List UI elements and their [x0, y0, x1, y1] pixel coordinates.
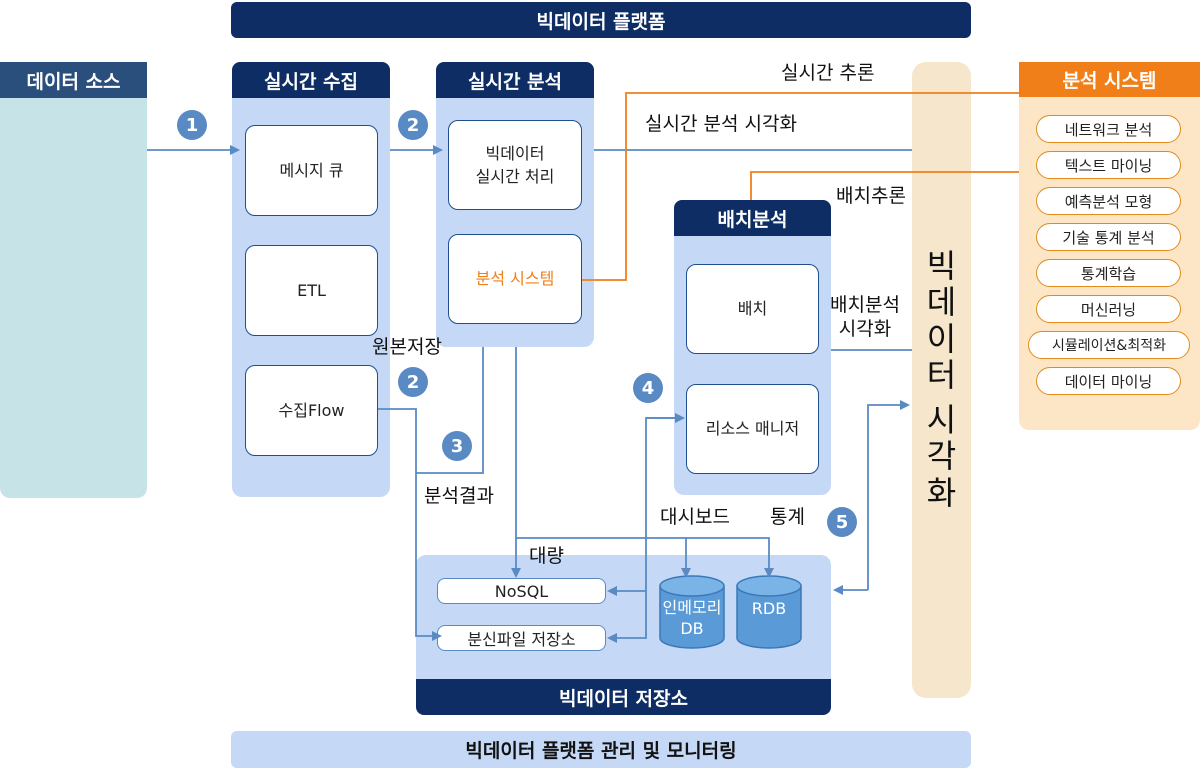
analysis-item: 기술 통계 분석	[1036, 223, 1181, 251]
arrow-to-rdb	[686, 537, 774, 578]
analysis-system-card: 분석 시스템	[448, 234, 582, 324]
viz-char: 각	[926, 437, 957, 476]
label-batch-viz: 배치분석 시각화	[830, 294, 900, 340]
label-realtime-viz: 실시간 분석 시각화	[645, 113, 797, 135]
inmemory-db-cylinder	[659, 575, 725, 649]
message-queue-card: 메시지 큐	[245, 125, 378, 216]
step-5-badge: 5	[827, 507, 857, 537]
data-source-panel	[0, 62, 147, 498]
line-batch-inference	[750, 171, 1019, 200]
analysis-item: 텍스트 마이닝	[1036, 151, 1181, 179]
analysis-item: 통계학습	[1036, 259, 1181, 287]
data-source-title: 데이터 소스	[0, 62, 147, 98]
step-3-badge: 3	[442, 431, 472, 461]
storage-title: 빅데이터 저장소	[416, 679, 831, 715]
label-batch-inference: 배치추론	[836, 185, 906, 207]
inmemory-db-label: 인메모리 DB	[662, 598, 722, 638]
step-2b-badge: 2	[398, 367, 428, 397]
viz-title: 빅 데 이 터 시 각 화	[912, 247, 971, 512]
label-raw-store: 원본저장	[372, 336, 442, 358]
nosql-box: NoSQL	[437, 578, 606, 604]
label-realtime-inference: 실시간 추론	[781, 62, 875, 84]
resource-manager-card: 리소스 매니저	[686, 384, 819, 474]
line-realtime-inference	[582, 92, 1019, 281]
viz-char: 터	[926, 356, 957, 395]
label-analysis-result: 분석결과	[424, 485, 494, 507]
step-1-badge: 1	[177, 110, 207, 140]
collect-title: 실시간 수집	[232, 62, 390, 98]
etl-card: ETL	[245, 245, 378, 336]
arrow-to-viz	[867, 400, 910, 590]
viz-char: 이	[926, 319, 957, 358]
rdb-cylinder	[736, 575, 802, 649]
analysis-item: 머신러닝	[1036, 295, 1181, 323]
top-banner: 빅데이터 플랫폼	[231, 2, 971, 38]
batch-title: 배치분석	[674, 200, 831, 236]
label-bulk: 대량	[529, 545, 564, 567]
viz-char: 화	[926, 473, 957, 512]
step-4-badge: 4	[633, 373, 663, 403]
batch-card: 배치	[686, 264, 819, 354]
viz-char: 시	[926, 400, 957, 439]
step-2-badge: 2	[398, 110, 428, 140]
collect-flow-card: 수집Flow	[245, 365, 378, 456]
viz-char: 데	[926, 283, 957, 322]
rdb-label: RDB	[751, 599, 787, 618]
label-dashboard: 대시보드	[660, 506, 730, 528]
bottom-banner: 빅데이터 플랫폼 관리 및 모니터링	[231, 731, 971, 768]
label-stats: 통계	[770, 506, 805, 528]
viz-column	[912, 62, 971, 698]
line-raw-store	[416, 347, 484, 474]
analysis-title: 실시간 분석	[436, 62, 594, 98]
arrow-to-inmemory	[515, 347, 691, 578]
viz-char: 빅	[926, 247, 957, 285]
analysis-item: 예측분석 모형	[1036, 187, 1181, 215]
analysis-item: 시뮬레이션&최적화	[1028, 331, 1190, 359]
bigdata-realtime-card: 빅데이터 실시간 처리	[448, 120, 582, 210]
arrow-flow-to-dfs	[378, 408, 442, 641]
analysis-item: 네트워크 분석	[1036, 115, 1181, 143]
analysis-system-title: 분석 시스템	[1019, 62, 1200, 97]
db-cylinders	[659, 575, 802, 649]
analysis-item: 데이터 마이닝	[1036, 367, 1181, 395]
